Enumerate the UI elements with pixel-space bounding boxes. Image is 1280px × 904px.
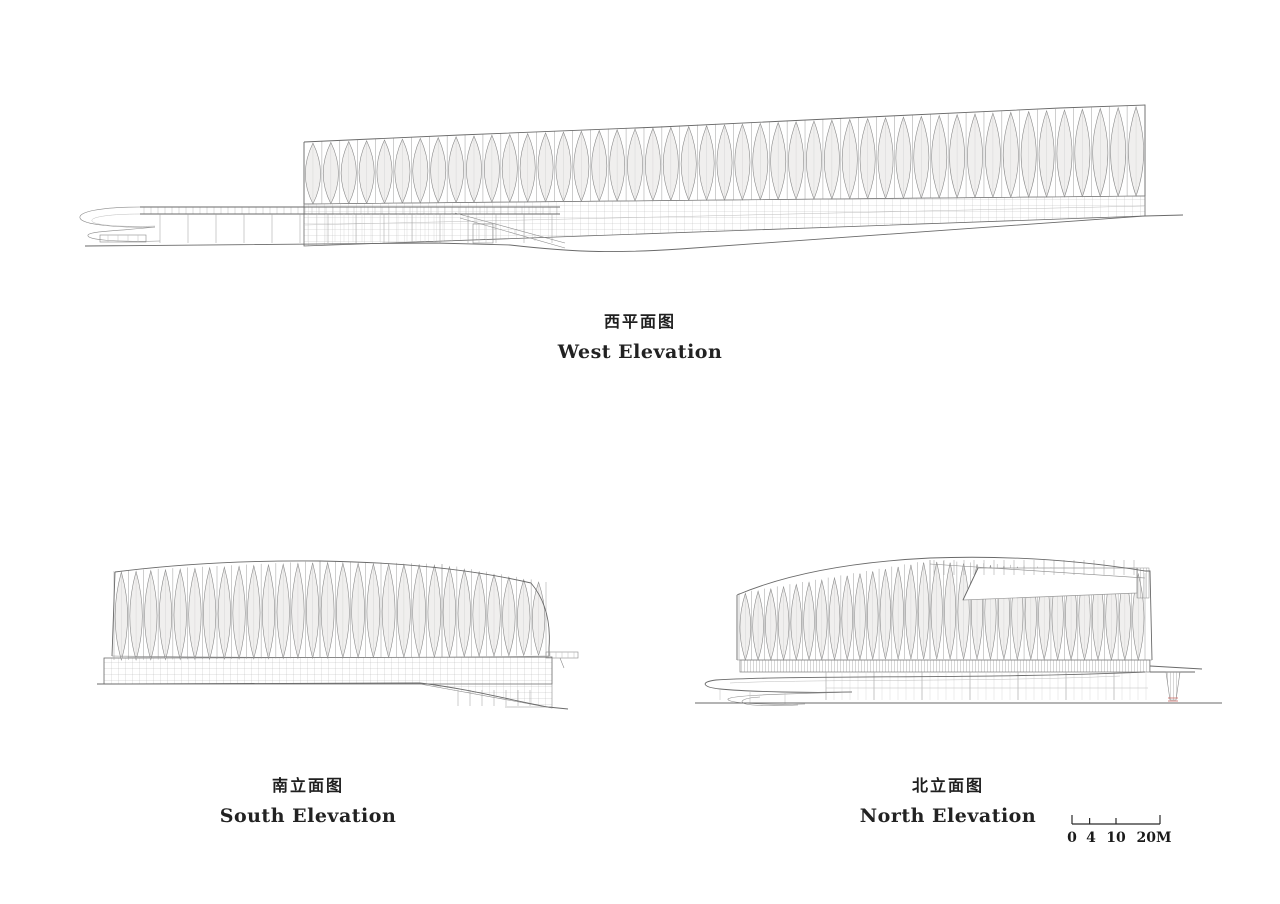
west-title-zh: 西平面图 (603, 312, 676, 331)
scale-label-0: 0 (1067, 830, 1077, 846)
red-survey-mark (1168, 697, 1178, 702)
south-title-zh: 南立面图 (271, 776, 344, 795)
west-elevation-drawing (79, 104, 1184, 253)
scale-label-20m: 20M (1137, 830, 1172, 846)
west-elevation-caption: 西平面图 West Elevation (0, 308, 1280, 363)
north-title-en: North Elevation (859, 805, 1037, 827)
scale-label-4: 4 (1086, 830, 1096, 846)
west-title-en: West Elevation (557, 341, 723, 363)
scale-label-10: 10 (1106, 830, 1126, 846)
scale-bar-ticks (1071, 815, 1161, 824)
north-elevation-drawing (695, 556, 1222, 706)
south-title-en: South Elevation (219, 805, 397, 827)
north-title-zh: 北立面图 (911, 776, 984, 795)
south-elevation-caption: 南立面图 South Elevation (108, 772, 508, 827)
south-elevation-drawing (96, 560, 579, 710)
scale-bar: 0 4 10 20M (1067, 815, 1172, 846)
north-elevation-caption: 北立面图 North Elevation (748, 772, 1148, 827)
